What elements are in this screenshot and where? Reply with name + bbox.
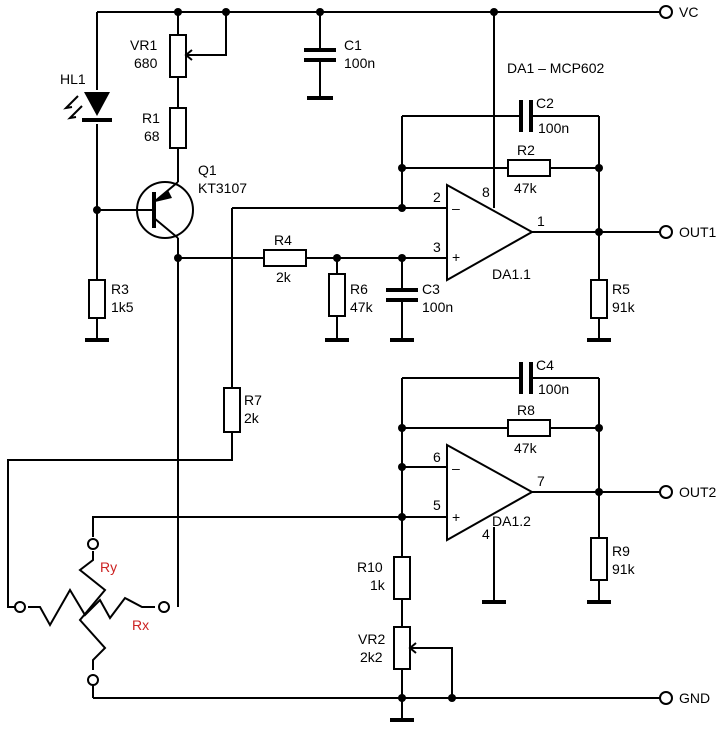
rx-label: Rx [132, 617, 149, 633]
r10-resistor [393, 556, 411, 600]
da12-minus: – [452, 460, 460, 476]
r10-ref: R10 [357, 559, 383, 575]
da11-ref: DA1.1 [492, 266, 531, 282]
vr2-wiper-arrow [408, 642, 418, 654]
sensor-bridge [28, 551, 155, 670]
r1-resistor [169, 107, 187, 149]
r6-value: 47k [350, 299, 374, 315]
r3-ref: R3 [111, 281, 129, 297]
r8-value: 47k [514, 440, 538, 456]
r1-ref: R1 [142, 110, 160, 126]
r3-resistor [88, 279, 106, 319]
da11-pin-out: 1 [537, 213, 545, 229]
rx-zigzag [28, 588, 155, 628]
r2-resistor [507, 159, 551, 177]
bridge-top-terminal [87, 538, 99, 550]
r10-value: 1k [370, 577, 386, 593]
c2-capacitor [519, 100, 533, 132]
vr1-value: 680 [134, 55, 158, 71]
vc-label: VC [679, 4, 698, 20]
transistor-q1 [136, 181, 194, 239]
r5-resistor [590, 279, 608, 319]
opamp-da11 [446, 183, 535, 282]
da12-pin-gnd: 4 [482, 526, 490, 542]
title-label: DA1 – MCP602 [507, 60, 604, 76]
c4-value: 100n [538, 381, 569, 397]
hl1-ref: HL1 [60, 71, 86, 87]
r6-ref: R6 [350, 281, 368, 297]
junctions [93, 8, 603, 702]
r4-ref: R4 [274, 232, 292, 248]
r9-ref: R9 [612, 543, 630, 559]
r7-resistor [223, 387, 241, 433]
led-hl1 [63, 92, 112, 122]
r6-resistor [328, 273, 346, 317]
r1-value: 68 [144, 128, 160, 144]
labels: DA1 – MCP602 VC OUT1 OUT2 GND VR1 680 R1… [60, 4, 717, 706]
capacitors [304, 48, 533, 394]
r5-ref: R5 [612, 281, 630, 297]
vr2-value: 2k2 [360, 649, 383, 665]
opamp-da12 [446, 443, 535, 542]
da12-pin-inv: 6 [433, 449, 441, 465]
da11-minus: – [452, 200, 460, 216]
da12-pin-noninv: 5 [433, 497, 441, 513]
r2-ref: R2 [517, 142, 535, 158]
resistors [88, 34, 608, 670]
vr1-resistor [169, 34, 187, 78]
r7-ref: R7 [244, 392, 262, 408]
out2-terminal [659, 485, 673, 499]
out2-label: OUT2 [679, 484, 717, 500]
c2-value: 100n [538, 120, 569, 136]
terminals [14, 5, 673, 705]
da12-plus: + [452, 509, 460, 525]
r9-resistor [590, 537, 608, 581]
gnd-terminal [659, 691, 673, 705]
q1-value: KT3107 [198, 180, 247, 196]
vr2-resistor [393, 626, 411, 670]
r5-value: 91k [612, 299, 636, 315]
da11-plus: + [452, 249, 460, 265]
c1-value: 100n [344, 55, 375, 71]
r3-value: 1k5 [111, 299, 134, 315]
q1-ref: Q1 [198, 162, 217, 178]
r4-resistor [263, 249, 307, 267]
da12-ref: DA1.2 [492, 513, 531, 529]
c4-ref: C4 [536, 357, 554, 373]
bridge-bottom-terminal [87, 674, 99, 686]
c1-capacitor [304, 48, 336, 62]
da11-pin-vcc: 8 [482, 184, 490, 200]
out1-label: OUT1 [679, 224, 717, 240]
da11-pin-noninv: 3 [433, 239, 441, 255]
bridge-left-terminal [14, 601, 26, 613]
c3-ref: C3 [422, 281, 440, 297]
c4-capacitor [519, 362, 533, 394]
out1-terminal [659, 225, 673, 239]
r2-value: 47k [514, 180, 538, 196]
da12-pin-out: 7 [537, 473, 545, 489]
gnd-label: GND [679, 690, 710, 706]
da11-pin-inv: 2 [433, 189, 441, 205]
c3-value: 100n [422, 299, 453, 315]
c3-capacitor [386, 288, 418, 302]
c2-ref: C2 [536, 95, 554, 111]
r4-value: 2k [276, 269, 292, 285]
r7-value: 2k [244, 410, 260, 426]
r8-ref: R8 [517, 402, 535, 418]
ry-zigzag [78, 551, 107, 670]
vr2-ref: VR2 [358, 631, 385, 647]
bridge-right-terminal [158, 601, 170, 613]
vr1-ref: VR1 [130, 37, 157, 53]
r8-resistor [507, 419, 551, 437]
ground-symbols [85, 96, 611, 722]
vc-terminal [659, 5, 673, 19]
r9-value: 91k [612, 561, 636, 577]
vr1-wiper-arrow [184, 49, 196, 61]
c1-ref: C1 [344, 37, 362, 53]
ry-label: Ry [100, 559, 117, 575]
